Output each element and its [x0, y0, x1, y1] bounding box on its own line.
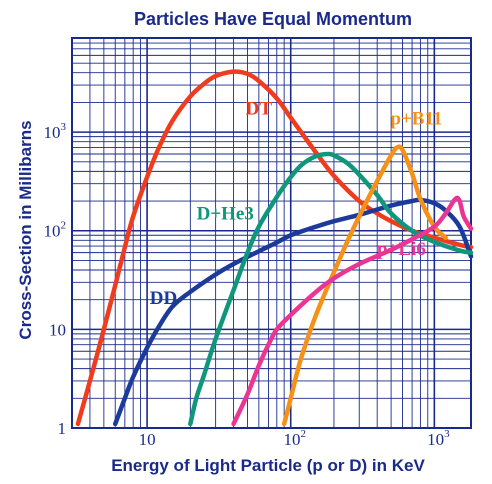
series-lines	[75, 69, 474, 427]
grid	[71, 37, 471, 429]
series-line-p-b11	[281, 144, 448, 427]
y-tick-label: 102	[44, 220, 67, 241]
plot-frame	[71, 37, 472, 429]
x-axis-label: Energy of Light Particle (p or D) in KeV	[111, 456, 425, 475]
series-label: DT	[246, 99, 273, 120]
series-label: DD	[150, 288, 177, 309]
chart-title: Particles Have Equal Momentum	[134, 9, 412, 29]
y-tick-label: 103	[44, 121, 67, 142]
y-axis-label: Cross-Section in Millibarns	[16, 120, 35, 339]
x-tick-label: 103	[427, 428, 450, 449]
x-tick-label: 102	[283, 428, 306, 449]
series-label: D+He3	[197, 204, 254, 225]
y-tick-label: 1	[58, 419, 67, 438]
series-label: p+Li6	[377, 239, 426, 260]
series-line-dt	[75, 69, 474, 427]
series-line-p-li6	[231, 195, 474, 427]
x-tick-label: 10	[139, 430, 156, 449]
y-tick-label: 10	[49, 320, 66, 339]
series-line-dd	[112, 197, 474, 427]
x-tick-labels: 10 102 103	[139, 428, 450, 449]
y-tick-labels: 1 10 102 103	[44, 121, 67, 438]
series-line-d-he3	[188, 151, 474, 427]
series-label: p+B11	[390, 108, 442, 129]
